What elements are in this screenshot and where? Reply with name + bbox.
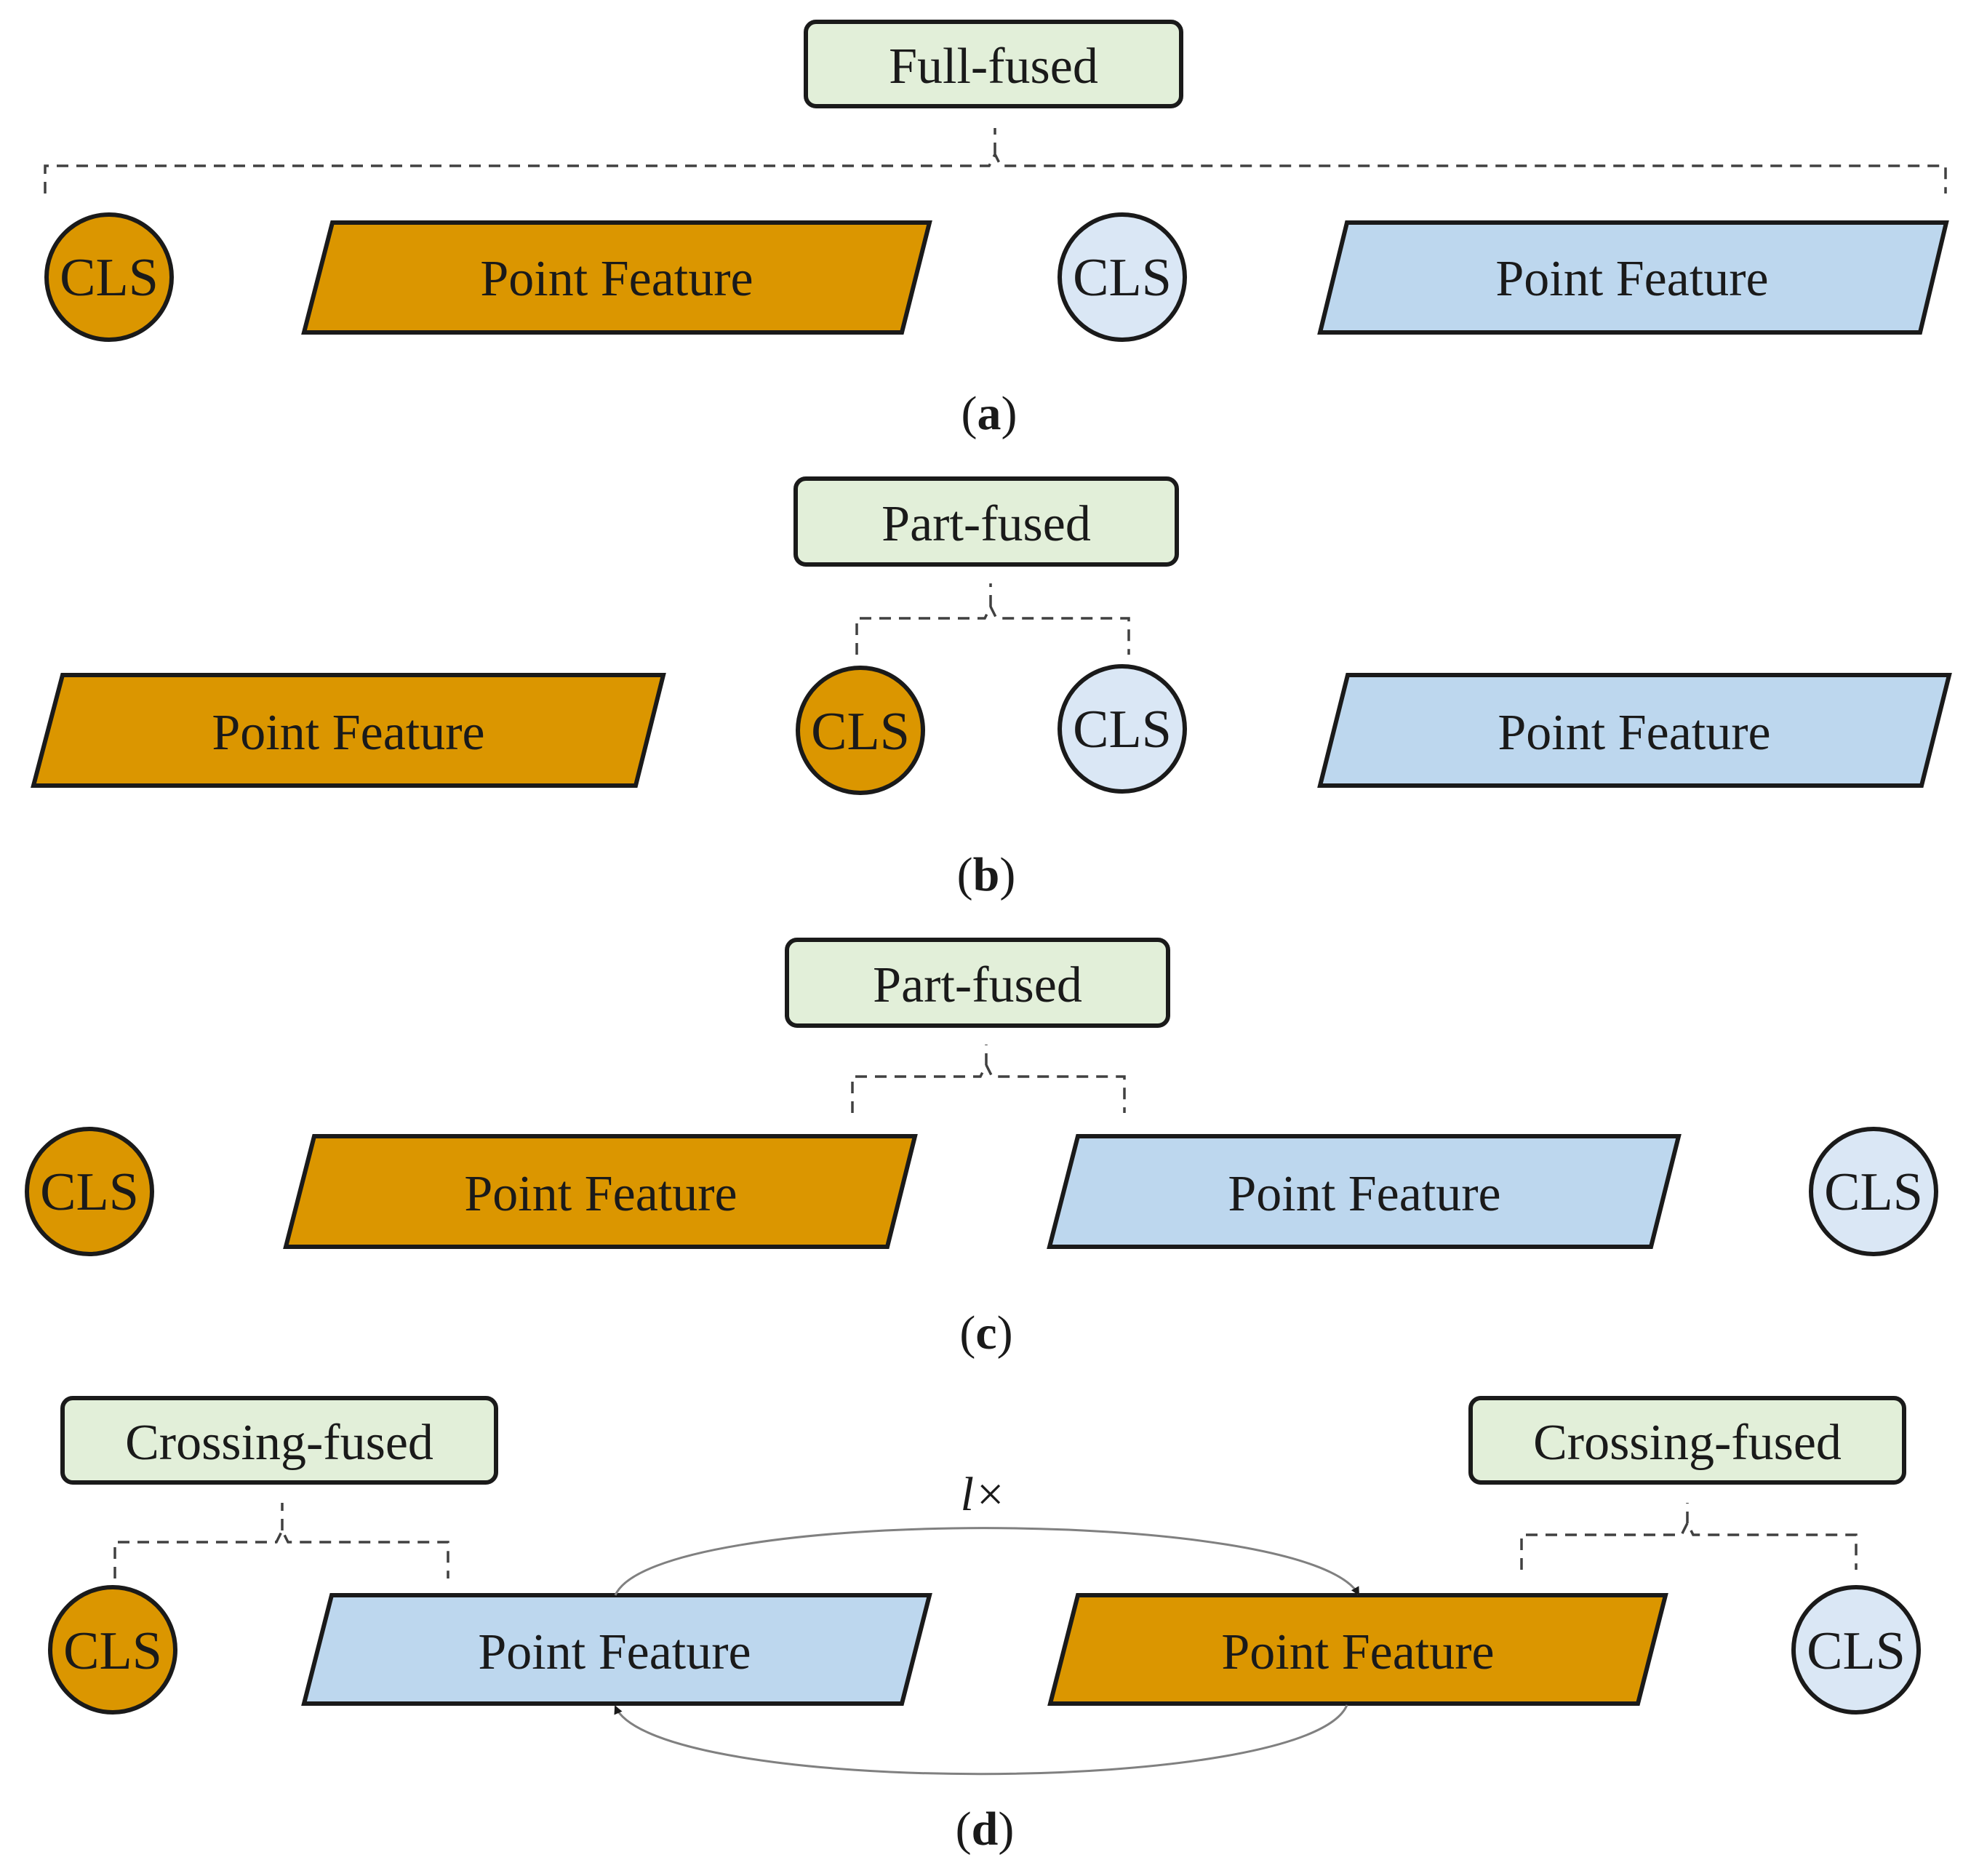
point-feature-orange: Point Feature — [31, 673, 666, 788]
cls-node-blue: CLS — [1809, 1127, 1938, 1256]
point-feature-blue: Point Feature — [1047, 1134, 1682, 1249]
caption-a: (a) — [961, 387, 1018, 440]
part-fused-box: Part-fused — [785, 938, 1170, 1028]
svg-text:Point Feature: Point Feature — [212, 705, 484, 761]
svg-text:CLS: CLS — [40, 1162, 139, 1222]
point-feature-orange: Point Feature — [283, 1134, 918, 1249]
caption-b: (b) — [957, 848, 1016, 901]
caption-d: (d) — [956, 1803, 1015, 1856]
svg-text:Point Feature: Point Feature — [480, 251, 753, 307]
cls-node-orange: CLS — [796, 666, 925, 795]
cls-node-blue: CLS — [1791, 1585, 1921, 1715]
svg-text:CLS: CLS — [1807, 1621, 1906, 1681]
repeat-count-label: l× — [961, 1468, 1007, 1521]
crossing-fused-box-right: Crossing-fused — [1468, 1396, 1906, 1485]
point-feature-blue: Point Feature — [1317, 220, 1949, 335]
panel-a: Full-fused CLS Point Feature CLS Point F… — [44, 20, 1949, 440]
part-fused-brace — [851, 1045, 1126, 1113]
svg-text:CLS: CLS — [60, 248, 159, 308]
panel-c: Part-fused CLS Point Feature Point Featu… — [25, 938, 1938, 1360]
svg-text:Point Feature: Point Feature — [1228, 1166, 1500, 1222]
cls-node-blue: CLS — [1058, 212, 1187, 342]
svg-text:Point Feature: Point Feature — [1498, 705, 1770, 761]
cls-node-orange: CLS — [48, 1585, 177, 1715]
full-fused-label: Full-fused — [889, 39, 1098, 95]
part-fused-label: Part-fused — [873, 957, 1082, 1013]
crossing-fused-label: Crossing-fused — [125, 1415, 433, 1471]
point-feature-orange: Point Feature — [1047, 1593, 1668, 1706]
full-fused-box: Full-fused — [804, 20, 1183, 108]
svg-text:CLS: CLS — [1073, 248, 1172, 308]
point-feature-orange: Point Feature — [301, 220, 932, 335]
panel-b: Part-fused Point Feature CLS CLS Point F… — [31, 476, 1952, 901]
part-fused-brace — [855, 583, 1130, 655]
point-feature-blue: Point Feature — [301, 1593, 932, 1706]
crossing-fused-brace-left — [113, 1503, 449, 1578]
svg-text:Point Feature: Point Feature — [1495, 251, 1768, 307]
crossing-fused-brace-right — [1520, 1503, 1858, 1570]
loop-arrow-bottom — [614, 1704, 1348, 1776]
cls-node-orange: CLS — [25, 1127, 154, 1256]
svg-text:CLS: CLS — [811, 702, 910, 762]
svg-text:CLS: CLS — [63, 1621, 162, 1681]
cls-node-blue: CLS — [1058, 664, 1187, 794]
crossing-fused-label: Crossing-fused — [1533, 1415, 1842, 1471]
svg-text:CLS: CLS — [1073, 700, 1172, 759]
loop-arrow-top — [614, 1527, 1360, 1596]
full-fused-brace — [44, 128, 1947, 193]
part-fused-label: Part-fused — [881, 496, 1091, 552]
panel-d: Crossing-fused Crossing-fused l× CLS Poi… — [48, 1396, 1921, 1856]
crossing-fused-box-left: Crossing-fused — [60, 1396, 498, 1485]
svg-text:CLS: CLS — [1824, 1162, 1923, 1222]
svg-text:Point Feature: Point Feature — [1221, 1624, 1494, 1680]
svg-text:Point Feature: Point Feature — [478, 1624, 751, 1680]
svg-text:Point Feature: Point Feature — [464, 1166, 737, 1222]
part-fused-box: Part-fused — [793, 476, 1179, 567]
cls-node-orange: CLS — [44, 212, 174, 342]
caption-c: (c) — [959, 1306, 1012, 1360]
point-feature-blue: Point Feature — [1317, 673, 1952, 788]
